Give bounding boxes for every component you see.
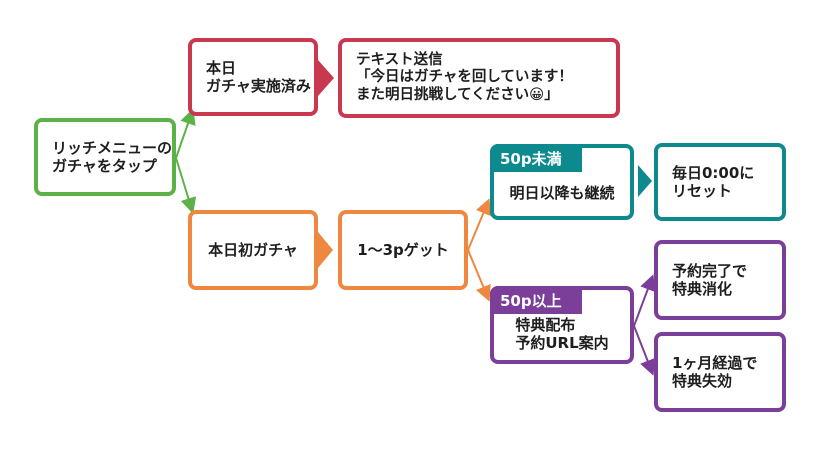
node-reserved: 予約完了で 特典消化 bbox=[654, 240, 786, 320]
node-text-send-label: テキスト送信 「今日はガチャを回しています！ また明日挑戦してください😀」 bbox=[356, 51, 573, 103]
tag-over50-label: 50p以上 bbox=[500, 291, 562, 310]
connector-over50-to-expired bbox=[633, 325, 656, 376]
node-under50-label: 明日以降も継続 bbox=[509, 184, 615, 202]
connector-start-to-done bbox=[175, 108, 196, 159]
tag-under50: 50p未満 bbox=[490, 144, 582, 172]
node-reset: 毎日0:00に リセット bbox=[654, 143, 786, 221]
arrow-done-to-text bbox=[318, 60, 334, 96]
node-start: リッチメニューの ガチャをタップ bbox=[34, 118, 176, 196]
node-expired: 1ヶ月経過で 特典失効 bbox=[654, 332, 786, 412]
connector-get-to-under50 bbox=[467, 198, 491, 251]
node-text-send: テキスト送信 「今日はガチャを回しています！ また明日挑戦してください😀」 bbox=[338, 38, 620, 118]
node-first-gacha-label: 本日初ガチャ bbox=[208, 241, 298, 259]
node-already-done-label: 本日 ガチャ実施済み bbox=[206, 59, 311, 95]
node-expired-label: 1ヶ月経過で 特典失効 bbox=[672, 354, 758, 390]
node-reset-label: 毎日0:00に リセット bbox=[672, 164, 755, 200]
node-get-points: 1〜3pゲット bbox=[338, 210, 468, 290]
arrow-under50-to-reset bbox=[638, 165, 652, 197]
connector-over50-to-reserved bbox=[633, 274, 656, 327]
node-reserved-label: 予約完了で 特典消化 bbox=[672, 262, 748, 298]
tag-under50-label: 50p未満 bbox=[500, 149, 562, 168]
arrow-first-to-get bbox=[318, 232, 333, 268]
node-over50-label: 特典配布 予約URL案内 bbox=[515, 316, 609, 352]
connector-get-to-over50 bbox=[467, 249, 491, 302]
tag-over50: 50p以上 bbox=[490, 286, 582, 314]
connector-start-to-first bbox=[175, 157, 197, 214]
node-first-gacha: 本日初ガチャ bbox=[188, 210, 318, 290]
node-start-label: リッチメニューの ガチャをタップ bbox=[52, 139, 173, 175]
node-get-points-label: 1〜3pゲット bbox=[357, 241, 449, 259]
node-already-done: 本日 ガチャ実施済み bbox=[188, 38, 318, 116]
